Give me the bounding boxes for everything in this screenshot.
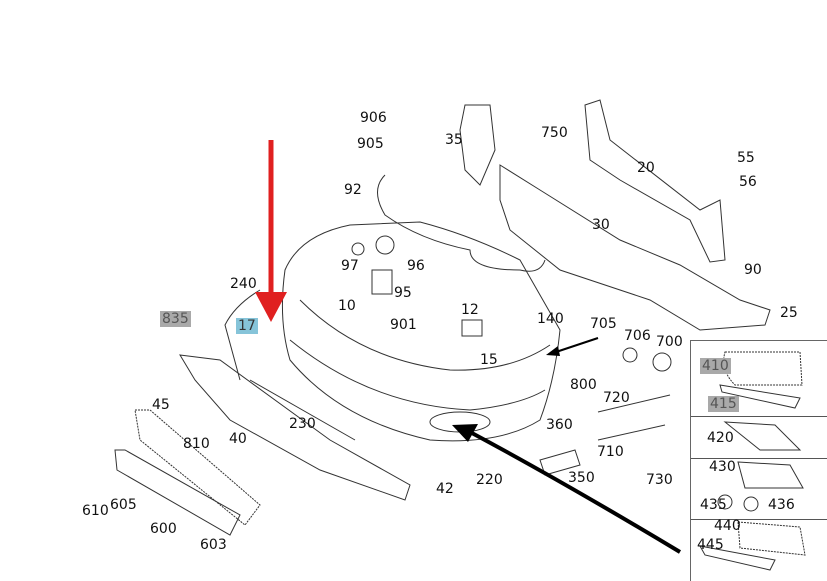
part-label-20: 20 xyxy=(637,160,655,176)
trim-strip-230 xyxy=(249,379,356,441)
wiring-harness xyxy=(377,174,546,272)
black-arrow xyxy=(452,424,682,554)
part-label-430: 430 xyxy=(709,459,736,475)
part-label-730: 730 xyxy=(646,472,673,488)
part-label-240: 240 xyxy=(230,276,257,292)
part-label-750: 750 xyxy=(541,125,568,141)
part-label-410: 410 xyxy=(700,358,731,374)
part-label-45: 45 xyxy=(152,397,170,413)
part-label-603: 603 xyxy=(200,537,227,553)
ring-436 xyxy=(743,496,759,512)
part-label-35: 35 xyxy=(445,132,463,148)
bracket-700 xyxy=(652,352,672,372)
strip-445 xyxy=(699,545,776,571)
part-label-55: 55 xyxy=(737,150,755,166)
part-label-10: 10 xyxy=(338,298,356,314)
strip-710 xyxy=(597,424,666,441)
part-label-706: 706 xyxy=(624,328,651,344)
lower-spoiler xyxy=(179,354,411,501)
strip-415 xyxy=(719,384,801,409)
nut-706 xyxy=(622,347,638,363)
panel-divider xyxy=(691,519,827,520)
bracket-35 xyxy=(459,104,496,186)
part-label-436: 436 xyxy=(768,497,795,513)
sensor-96 xyxy=(375,235,395,255)
part-label-710: 710 xyxy=(597,444,624,460)
part-label-42: 42 xyxy=(436,481,454,497)
part-label-360: 360 xyxy=(546,417,573,433)
part-label-17: 17 xyxy=(236,318,258,334)
bumper-lower-line xyxy=(289,339,546,411)
part-label-810: 810 xyxy=(183,436,210,452)
module-95 xyxy=(371,269,393,295)
bumper-cover xyxy=(281,221,561,442)
ring-435 xyxy=(717,494,733,510)
part-label-905: 905 xyxy=(357,136,384,152)
bracket-12 xyxy=(461,319,483,337)
part-label-720: 720 xyxy=(603,390,630,406)
part-label-445: 445 xyxy=(697,537,724,553)
license-plate-holder xyxy=(114,449,241,536)
part-label-92: 92 xyxy=(344,182,362,198)
part-label-95: 95 xyxy=(394,285,412,301)
lower-grille xyxy=(134,409,261,526)
bumper-carrier xyxy=(584,99,726,263)
grille-420 xyxy=(723,421,802,451)
part-label-415: 415 xyxy=(708,396,739,412)
part-label-420: 420 xyxy=(707,430,734,446)
part-label-350: 350 xyxy=(568,470,595,486)
part-label-435: 435 xyxy=(700,497,727,513)
part-label-610: 610 xyxy=(82,503,109,519)
part-label-56: 56 xyxy=(739,174,757,190)
part-label-30: 30 xyxy=(592,217,610,233)
part-label-220: 220 xyxy=(476,472,503,488)
part-label-906: 906 xyxy=(360,110,387,126)
part-label-835: 835 xyxy=(160,311,191,327)
bumper-inner-line xyxy=(299,299,551,371)
part-label-40: 40 xyxy=(229,431,247,447)
part-label-25: 25 xyxy=(780,305,798,321)
part-label-97: 97 xyxy=(341,258,359,274)
grille-440 xyxy=(737,521,806,556)
panel-divider xyxy=(691,458,827,459)
part-label-12: 12 xyxy=(461,302,479,318)
small-arrow xyxy=(546,337,599,356)
part-label-90: 90 xyxy=(744,262,762,278)
part-label-605: 605 xyxy=(110,497,137,513)
red-arrow xyxy=(255,140,287,322)
part-label-96: 96 xyxy=(407,258,425,274)
part-label-600: 600 xyxy=(150,521,177,537)
part-label-140: 140 xyxy=(537,311,564,327)
alternative-parts-panel xyxy=(690,340,827,581)
part-label-15: 15 xyxy=(480,352,498,368)
part-label-230: 230 xyxy=(289,416,316,432)
panel-divider xyxy=(691,416,827,417)
strip-720 xyxy=(597,394,671,413)
trim-strip-240 xyxy=(224,289,261,381)
part-label-440: 440 xyxy=(714,518,741,534)
grille-410 xyxy=(723,351,803,386)
part-label-901: 901 xyxy=(390,317,417,333)
impact-bar xyxy=(499,164,771,331)
part-label-705: 705 xyxy=(590,316,617,332)
part-label-800: 800 xyxy=(570,377,597,393)
sensor-97 xyxy=(351,242,365,256)
grille-430 xyxy=(737,461,804,489)
part-label-700: 700 xyxy=(656,334,683,350)
